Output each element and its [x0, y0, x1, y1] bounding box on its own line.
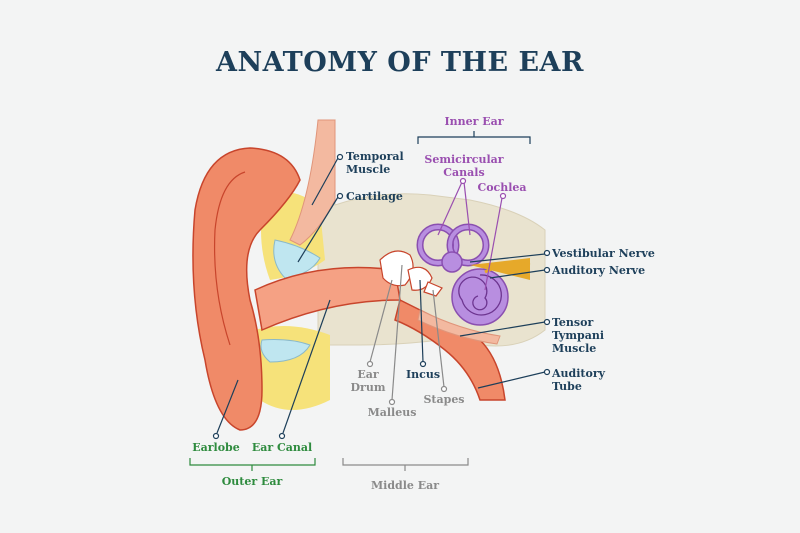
pinna: [192, 147, 301, 431]
tensor-tympani-label-3: Muscle: [552, 342, 596, 355]
outer-ear-bracket: [189, 458, 316, 471]
middle-ear-label: Middle Ear: [371, 479, 439, 492]
earlobe-label: Earlobe: [192, 441, 240, 454]
tensor-tympani-label-2: Tympani: [552, 329, 604, 342]
ear-canal-label: Ear Canal: [252, 441, 312, 454]
semicircular-canals: [416, 223, 490, 273]
temporal-muscle-label-2: Muscle: [346, 163, 390, 176]
cartilage: [260, 239, 321, 363]
page-title: ANATOMY OF THE EAR: [215, 47, 584, 78]
middle-ear-bracket: [342, 458, 469, 471]
tensor-tympani-muscle: [417, 309, 501, 345]
auditory-tube-label-2: Tube: [552, 380, 582, 393]
ear-drum-label: Ear: [357, 368, 379, 381]
temporal-muscle-label: Temporal: [346, 150, 404, 163]
ossicles: [379, 250, 443, 297]
semicircular-canals-label: Semicircular: [424, 153, 503, 166]
auditory-nerve-label: Auditory Nerve: [551, 264, 645, 277]
auditory-tube-label: Auditory: [551, 367, 606, 380]
malleus-label: Malleus: [368, 406, 417, 419]
vestibular-nerve-label: Vestibular Nerve: [551, 247, 655, 260]
semicircular-canals-label-2: Canals: [443, 166, 484, 179]
stapes-label: Stapes: [423, 393, 464, 406]
inner-ear-label: Inner Ear: [444, 115, 503, 128]
incus-label: Incus: [406, 368, 440, 381]
cochlea-label: Cochlea: [477, 181, 526, 194]
tensor-tympani-label: Tensor: [552, 316, 593, 329]
ear-drum-label-2: Drum: [351, 381, 386, 394]
cochlea: [451, 268, 509, 326]
cartilage-label: Cartilage: [346, 190, 403, 203]
outer-ear-label: Outer Ear: [222, 475, 283, 488]
inner-ear-bracket: [417, 131, 531, 144]
